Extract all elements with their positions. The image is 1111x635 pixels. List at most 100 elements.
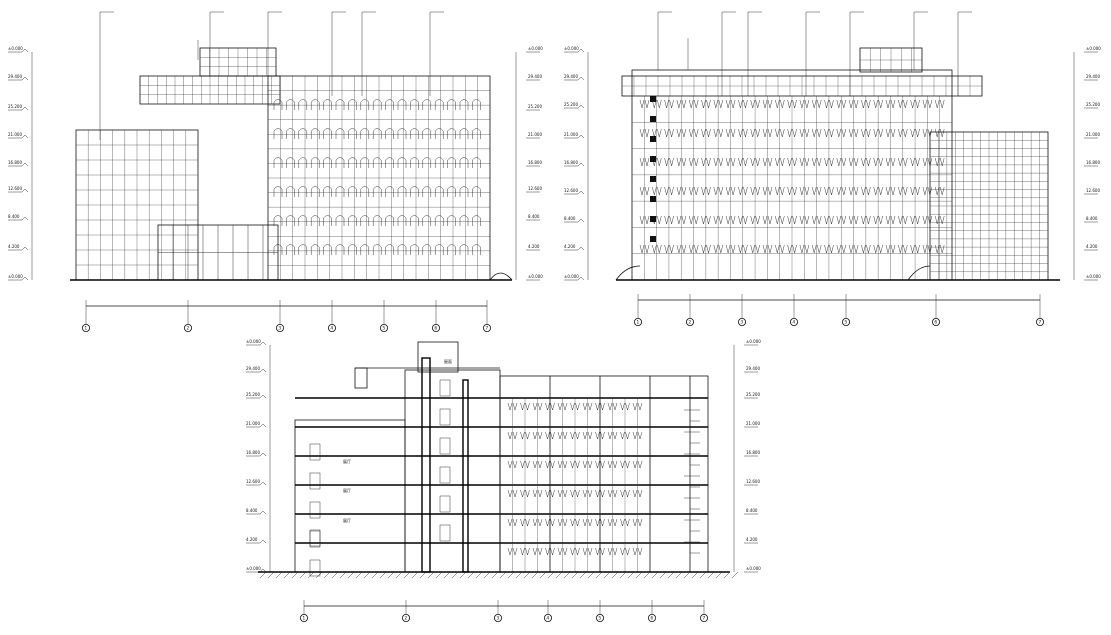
section-door — [439, 437, 451, 455]
window-arch — [434, 99, 444, 110]
window-arch — [459, 215, 469, 226]
vent-chevron — [595, 489, 605, 498]
level-marker — [577, 190, 585, 195]
level-label: 29.400 — [746, 366, 760, 371]
vent-chevron — [775, 128, 785, 138]
window-arch — [397, 186, 407, 197]
level-label: 16.800 — [246, 450, 260, 455]
window-arch — [286, 215, 295, 226]
window-arch — [286, 128, 295, 139]
window-arch — [310, 99, 320, 110]
vent-chevron — [811, 99, 822, 109]
axis-bubble — [544, 614, 553, 623]
window-arch — [323, 244, 332, 255]
window-arch — [335, 128, 345, 139]
axis-label: 1 — [302, 616, 305, 622]
level-marker — [21, 106, 29, 111]
window-arch — [459, 128, 469, 139]
vent-chevron — [848, 157, 859, 167]
window-arch — [397, 244, 407, 255]
vent-chevron — [725, 244, 736, 254]
level-marker — [577, 276, 585, 281]
vent-chevron — [570, 518, 580, 527]
vent-chevron — [750, 244, 760, 254]
vent-chevron — [676, 128, 687, 138]
vent-chevron — [885, 215, 896, 225]
level-label: 16.800 — [8, 160, 22, 165]
axis-bubble — [327, 323, 336, 332]
window-arch — [286, 157, 295, 168]
vent-chevron — [934, 99, 945, 109]
vent-chevron — [532, 518, 543, 527]
window-arch — [459, 244, 469, 255]
section-roof-tag: 屋面 — [444, 358, 452, 364]
section-room-tag: 展厅 — [343, 458, 351, 464]
ground-hatch — [275, 571, 283, 579]
window-arch — [410, 215, 419, 226]
window-arch — [298, 157, 308, 168]
vent-chevron — [725, 128, 736, 138]
vent-chevron — [676, 186, 687, 196]
section-floor-slabs — [295, 376, 708, 572]
window-arch — [335, 186, 345, 197]
section-west-block — [294, 419, 406, 573]
ground-hatch — [291, 571, 299, 579]
vent-chevron — [688, 244, 699, 254]
window-arch — [472, 128, 481, 139]
window-arch — [372, 99, 382, 110]
vent-chevron — [520, 547, 530, 556]
vent-chevron — [787, 244, 797, 254]
vent-chevron — [532, 431, 543, 440]
level-label: 4.200 — [746, 537, 758, 542]
vent-chevron — [762, 128, 773, 138]
vent-chevron — [848, 99, 859, 109]
main-block-window-grid — [268, 76, 490, 280]
window-arch — [472, 99, 481, 110]
ground-hatch — [507, 571, 515, 579]
window-arch — [422, 128, 432, 139]
vent-chevron — [701, 244, 711, 254]
vent-chevron — [688, 128, 699, 138]
axis-label: 5 — [382, 326, 385, 332]
vent-chevron — [824, 215, 834, 225]
vent-chevron — [824, 157, 834, 167]
ground-hatch — [403, 571, 411, 579]
level-label: ±0.000 — [1086, 46, 1101, 51]
ground-hatch — [555, 571, 563, 579]
axis-label: 1 — [636, 320, 639, 326]
vent-chevron — [750, 99, 760, 109]
vent-chevron — [620, 431, 630, 440]
axis-bubble — [790, 317, 799, 326]
window-arch — [360, 186, 370, 197]
level-label: 25.200 — [246, 392, 260, 397]
vent-chevron — [910, 157, 920, 167]
vent-chevron — [848, 215, 859, 225]
vent-chevron — [775, 215, 785, 225]
vent-chevron — [848, 186, 859, 196]
column-block — [650, 236, 656, 242]
vent-chevron — [824, 128, 834, 138]
level-label: 12.600 — [564, 188, 578, 193]
axis-label: 7 — [1038, 320, 1041, 326]
section-room-tag: 展厅 — [343, 487, 351, 493]
axis-bubble — [648, 614, 657, 623]
window-arch — [323, 186, 332, 197]
vent-chevron — [898, 215, 908, 225]
axis-bubble — [82, 323, 91, 332]
section-door — [309, 529, 321, 547]
window-arch — [372, 215, 382, 226]
section-door — [439, 466, 451, 484]
vent-chevron — [582, 547, 593, 556]
ground-hatch — [547, 571, 555, 579]
vent-chevron — [799, 99, 810, 109]
ground-hatch — [451, 571, 459, 579]
window-arch — [447, 215, 456, 226]
ground-hatch — [539, 571, 547, 579]
window-arch — [410, 244, 419, 255]
column-block — [650, 116, 656, 122]
vent-chevron — [713, 186, 724, 196]
window-arch — [459, 99, 469, 110]
vent-chevron — [532, 460, 543, 469]
